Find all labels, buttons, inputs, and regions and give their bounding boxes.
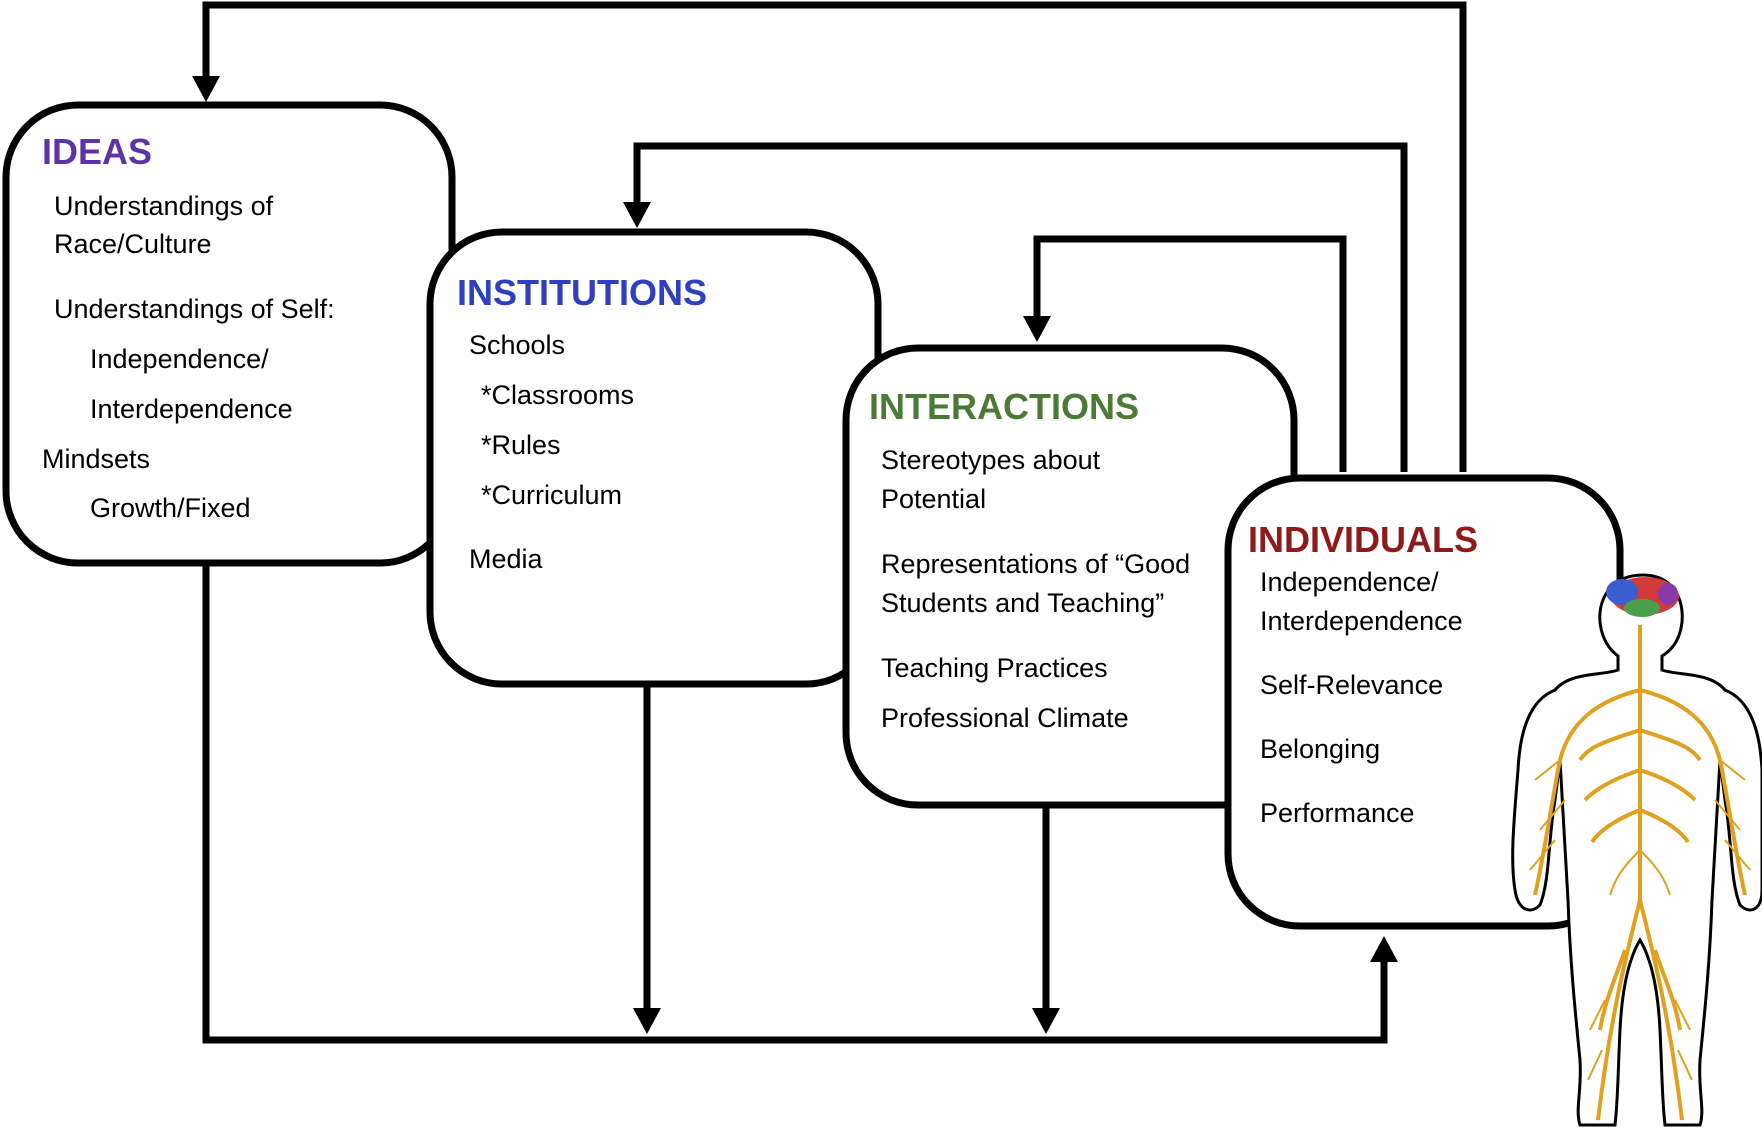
interactions-box: INTERACTIONS Stereotypes about Potential… [842,344,1298,809]
arrowhead-ideas [192,76,220,102]
individuals-item: Interdependence [1260,606,1463,636]
bottom-bus-line [202,560,1388,1044]
arrowhead-interactions [1023,316,1051,342]
institutions-item: *Classrooms [481,380,634,410]
individuals-item: Performance [1260,798,1415,828]
forward-arrows [202,560,1398,1044]
ideas-item: Interdependence [90,394,293,424]
institutions-item: Schools [469,330,565,360]
brain-icon [1606,577,1679,617]
ideas-box: IDEAS Understandings of Race/Culture Und… [2,101,456,567]
arrowhead-institutions [623,202,651,228]
ideas-item: Understandings of [54,191,274,221]
ideas-title: IDEAS [42,131,152,172]
interactions-item: Professional Climate [881,703,1129,733]
individuals-title: INDIVIDUALS [1248,519,1478,560]
arrow-individuals-to-interactions [1033,235,1347,472]
arrowhead-individuals [1370,936,1398,962]
arrow-individuals-to-institutions [633,142,1408,472]
institutions-title: INSTITUTIONS [457,272,707,313]
ideas-item: Growth/Fixed [90,493,251,523]
interactions-item: Teaching Practices [881,653,1108,683]
feedback-arrows [192,1,1467,472]
ideas-item: Understandings of Self: [54,294,335,324]
institutions-item: Media [469,544,544,574]
nerve-fine-branches [1529,759,1751,1081]
interactions-item: Potential [881,484,986,514]
individuals-item: Independence/ [1260,567,1439,597]
arrowhead-institutions-down [633,1008,661,1034]
individuals-item: Belonging [1260,734,1380,764]
arrow-individuals-to-ideas [202,1,1467,472]
individuals-item: Self-Relevance [1260,670,1443,700]
ideas-item: Mindsets [42,444,150,474]
interactions-item: Stereotypes about [881,445,1101,475]
arrowhead-interactions-down [1032,1008,1060,1034]
interactions-item: Representations of “Good [881,549,1190,579]
ideas-item: Race/Culture [54,229,212,259]
institutions-box: INSTITUTIONS Schools *Classrooms *Rules … [426,228,882,688]
ideas-item: Independence/ [90,344,269,374]
interactions-item: Students and Teaching” [881,588,1164,618]
institutions-item: *Curriculum [481,480,622,510]
interactions-title: INTERACTIONS [869,386,1139,427]
institutions-item: *Rules [481,430,561,460]
human-nervous-system-icon [1511,573,1762,1127]
